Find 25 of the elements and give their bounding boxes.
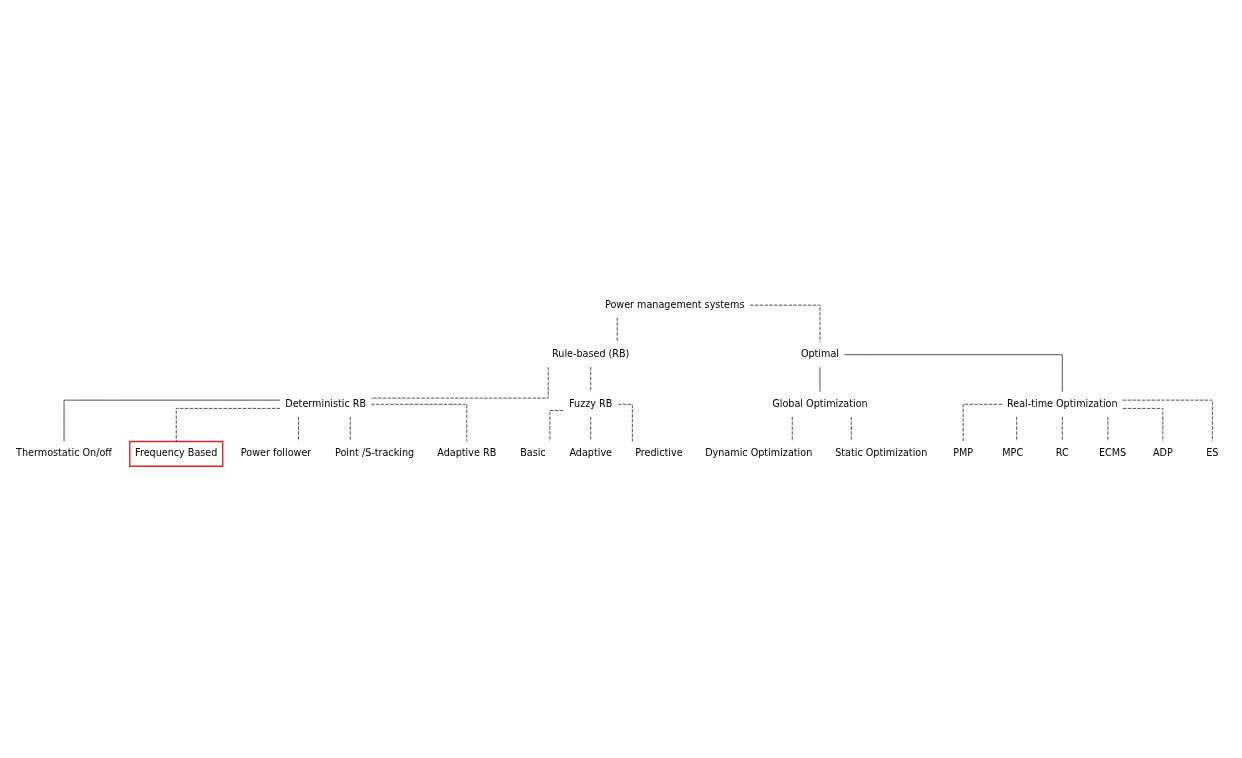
- node-text: Optimal: [800, 347, 840, 359]
- node-text: RC: [1055, 446, 1069, 458]
- node-text: Thermostatic On/off: [16, 446, 112, 458]
- node-text: Deterministic RB: [285, 397, 367, 409]
- node-text: Power management systems: [604, 298, 745, 310]
- node-text: Adaptive: [569, 446, 613, 458]
- node-text: Dynamic Optimization: [705, 446, 813, 458]
- node-text: ES: [1206, 446, 1219, 458]
- node-text: ADP: [1152, 446, 1173, 458]
- node-text: Adaptive RB: [437, 446, 497, 458]
- node-box: Frequency Based: [129, 440, 224, 467]
- connector: [549, 409, 564, 442]
- node-text: Basic: [520, 446, 546, 458]
- node-text: Fuzzy RB: [569, 397, 613, 409]
- node-text: Power follower: [240, 446, 312, 458]
- node-text: Predictive: [635, 446, 683, 458]
- node-text: Static Optimization: [835, 446, 928, 458]
- node-text: Real-time Optimization: [1007, 397, 1118, 409]
- node-text: Point /S-tracking: [334, 446, 415, 458]
- node-text: MPC: [1002, 446, 1024, 458]
- connector: [298, 415, 299, 442]
- node-text: ECMS: [1098, 446, 1127, 458]
- node-text: PMP: [953, 446, 974, 458]
- node-text: Global Optimization: [772, 397, 868, 409]
- node-text: Rule-based (RB): [552, 347, 630, 359]
